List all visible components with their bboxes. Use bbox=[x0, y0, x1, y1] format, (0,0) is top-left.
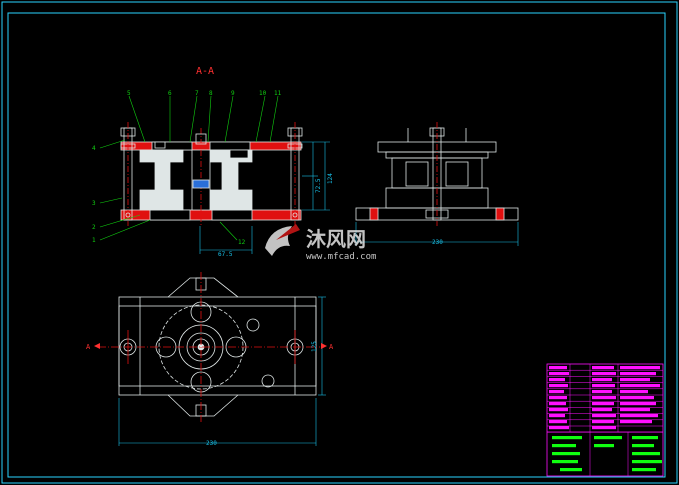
title-block-cell-text bbox=[549, 378, 565, 382]
title-block-cell-text bbox=[549, 372, 569, 376]
title-block-cell-text bbox=[592, 408, 612, 412]
title-block-cell-text bbox=[620, 408, 650, 412]
title-block-cell-text bbox=[549, 402, 566, 406]
dim-side-width: 230 bbox=[432, 239, 443, 246]
part-number-7: 7 bbox=[195, 90, 199, 97]
dim-plan-height: 125 bbox=[311, 341, 318, 352]
side-view bbox=[355, 122, 519, 226]
inner-border bbox=[7, 12, 666, 478]
title-block-cell-text bbox=[620, 378, 650, 382]
title-block-cell-text bbox=[552, 460, 578, 464]
title-block-cell-text bbox=[592, 420, 614, 424]
title-block-cell-text bbox=[632, 452, 660, 456]
title-block-cell-text bbox=[549, 390, 564, 394]
title-block-cell-text bbox=[592, 426, 616, 430]
title-block-cell-text bbox=[632, 468, 656, 472]
section-view-a-a bbox=[120, 122, 303, 226]
section-dimensions bbox=[199, 141, 330, 254]
title-block-cell-text bbox=[632, 444, 654, 448]
part-number-5: 5 bbox=[127, 90, 131, 97]
part-number-6: 6 bbox=[168, 90, 172, 97]
title-block-cell-text bbox=[552, 452, 580, 456]
title-block-cell-text bbox=[549, 426, 569, 430]
part-number-11: 11 bbox=[274, 90, 282, 97]
cut-arrow-right bbox=[321, 343, 327, 349]
dim-section-upper: 72.5 bbox=[315, 178, 322, 193]
part-number-4: 4 bbox=[92, 145, 96, 152]
title-block-cell-text bbox=[632, 436, 658, 440]
plan-view bbox=[98, 272, 320, 422]
title-block-cell-text bbox=[549, 414, 565, 418]
title-block-cell-text bbox=[594, 436, 622, 440]
title-block-cell-text bbox=[632, 460, 662, 464]
dim-section-bottom: 67.5 bbox=[218, 251, 233, 258]
title-block-cell-text bbox=[549, 366, 567, 370]
title-block-cell-text bbox=[549, 396, 567, 400]
title-block-cell-text bbox=[620, 402, 656, 406]
side-dimension bbox=[355, 222, 519, 246]
title-block-cell-text bbox=[552, 444, 576, 448]
watermark-brand: 沐风网 bbox=[306, 227, 366, 251]
title-block-cell-text bbox=[549, 420, 567, 424]
dim-plan-width: 230 bbox=[206, 440, 217, 447]
part-number-2: 2 bbox=[92, 224, 96, 231]
title-block-cell-text bbox=[592, 396, 616, 400]
title-block-cell-text bbox=[620, 390, 648, 394]
section-label: A-A bbox=[196, 66, 214, 77]
title-block-cell-text bbox=[592, 390, 612, 394]
title-block-cell-text bbox=[592, 402, 614, 406]
title-block-cell-text bbox=[549, 384, 568, 388]
title-block-cell-text bbox=[594, 444, 614, 448]
title-block-cell-text bbox=[620, 384, 660, 388]
title-block-cell-text bbox=[592, 378, 612, 382]
part-number-1: 1 bbox=[92, 237, 96, 244]
title-block-cell-text bbox=[549, 408, 568, 412]
part-number-10: 10 bbox=[259, 90, 267, 97]
title-block-cell-text bbox=[620, 366, 660, 370]
part-number-3: 3 bbox=[92, 200, 96, 207]
part-number-8: 8 bbox=[209, 90, 213, 97]
title-block-cell-text bbox=[592, 372, 616, 376]
title-block-cell-text bbox=[620, 414, 658, 418]
cut-arrow-left bbox=[94, 343, 100, 349]
title-block-cell-text bbox=[552, 436, 582, 440]
title-block-cell-text bbox=[592, 414, 616, 418]
title-block-cell-text bbox=[620, 420, 652, 424]
part-leaders bbox=[99, 95, 279, 241]
cut-mark-left: A bbox=[86, 343, 91, 351]
title-block-cell-text bbox=[620, 372, 656, 376]
title-block-cell-text bbox=[592, 366, 614, 370]
title-block-cell-text bbox=[592, 384, 615, 388]
part-number-9: 9 bbox=[231, 90, 235, 97]
title-block-cell-text bbox=[560, 468, 582, 472]
part-number-12: 12 bbox=[238, 239, 246, 246]
title-block-cell-text bbox=[620, 396, 654, 400]
watermark-url: www.mfcad.com bbox=[306, 252, 376, 262]
watermark: 沐风网 www.mfcad.com bbox=[265, 224, 376, 262]
cut-mark-right: A bbox=[329, 343, 334, 351]
parts-list-table bbox=[546, 363, 664, 477]
dim-section-total: 124 bbox=[327, 173, 334, 184]
